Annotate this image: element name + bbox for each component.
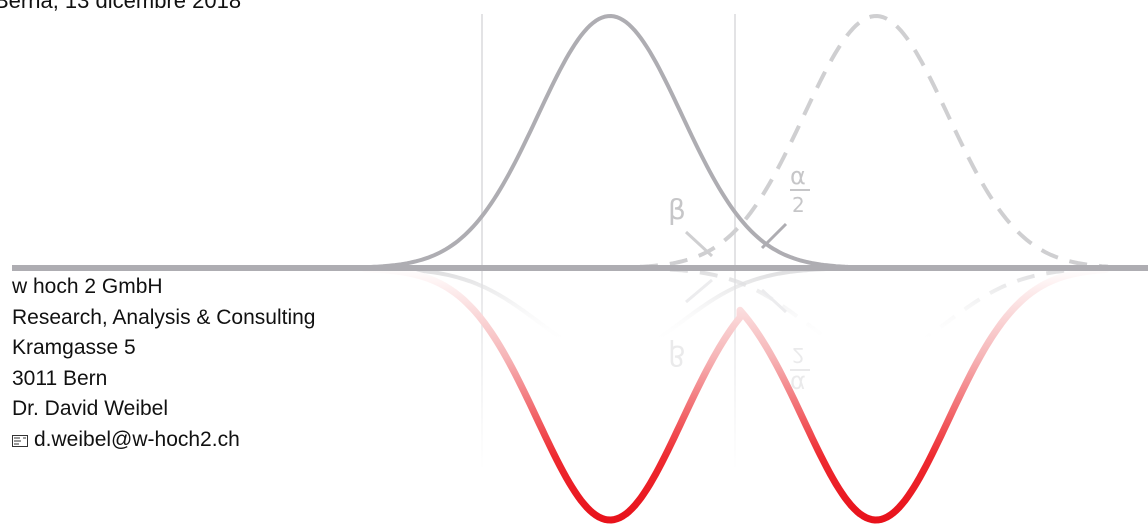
alpha-tick-reflection	[760, 288, 788, 314]
street-address: Kramgasse 5	[12, 336, 136, 360]
email-icon	[12, 434, 28, 447]
alternative-distribution-curve	[639, 13, 1109, 269]
letter-date: Berna, 13 dicembre 2018	[0, 0, 242, 13]
postal-city: 3011 Bern	[12, 366, 108, 390]
company-name: w hoch 2 GmbH	[12, 275, 163, 298]
email-link[interactable]: d.weibel@w-hoch2.ch	[34, 427, 240, 451]
beta-label: β	[668, 193, 686, 226]
contact-person: Dr. David Weibel	[12, 397, 169, 421]
alpha-divisor-label-reflection: 2	[792, 343, 805, 367]
company-tagline: Research, Analysis & Consulting	[12, 305, 316, 329]
alpha-label: α	[790, 162, 806, 190]
contact-block: w hoch 2 GmbH Research, Analysis & Consu…	[12, 272, 316, 456]
alternative-curve-reflection	[639, 266, 1109, 359]
alpha-tick	[760, 222, 788, 250]
alpha-label-reflection: α	[790, 370, 806, 398]
email-line: d.weibel@w-hoch2.ch	[12, 425, 316, 456]
beta-tick-reflection	[685, 278, 713, 304]
beta-tick	[684, 230, 714, 258]
alpha-divisor-label: 2	[792, 193, 805, 217]
null-curve-reflection	[365, 266, 848, 359]
beta-label-reflection: β	[668, 339, 686, 372]
null-distribution-curve	[364, 13, 849, 270]
red-power-curve	[361, 265, 1110, 524]
